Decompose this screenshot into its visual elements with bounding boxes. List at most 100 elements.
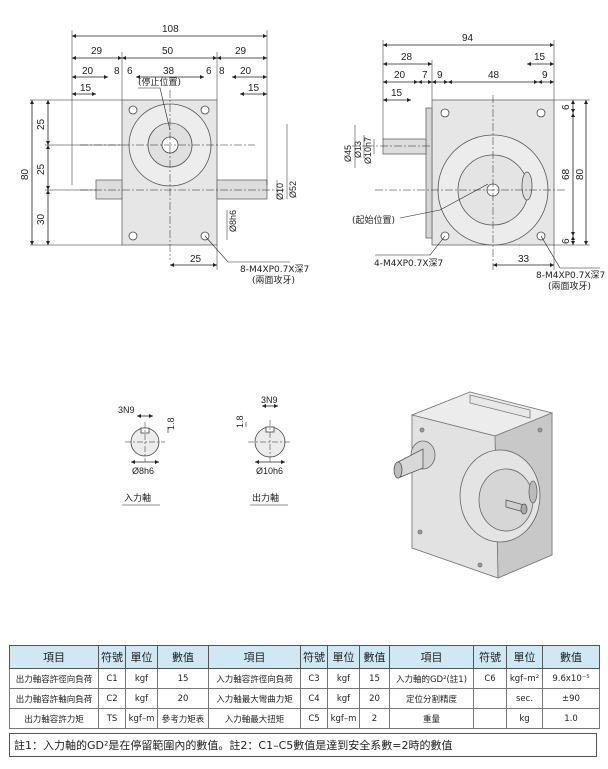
dim-side-94: 94 [462, 33, 474, 44]
output-shaft-caption: 出力軸 [252, 492, 279, 504]
output-shaft-key-dim: 3N9 [261, 395, 278, 405]
input-shaft-dia: Ø8h6 [132, 466, 154, 476]
table-cell: 2 [359, 708, 390, 729]
side-view [352, 40, 600, 270]
dim-front-50: 50 [162, 46, 174, 57]
front-view [30, 30, 290, 270]
table-cell: C6 [473, 668, 507, 689]
dim-shaft-dia-8h6: Ø8h6 [228, 210, 238, 232]
side-tap-note-1: 8-M4XP0.7X深7 [536, 270, 605, 281]
table-cell: 15 [157, 668, 209, 689]
output-shaft-dia: Ø10h6 [256, 466, 283, 476]
dim-side-15: 15 [534, 52, 546, 63]
header-unit-1: 單位 [125, 645, 158, 669]
header-item-2: 項目 [208, 645, 301, 669]
table-cell: 15 [359, 668, 390, 689]
table-cell: kgf–m [125, 708, 158, 729]
table-cell: kg [506, 708, 543, 729]
table-cell: C2 [98, 688, 126, 709]
table-cell: C4 [300, 688, 328, 709]
dim-side-right-6a: 6 [561, 104, 572, 110]
header-value-2: 數值 [359, 645, 390, 669]
table-cell: 入力軸最大扭矩 [208, 708, 301, 729]
table-cell: 20 [157, 688, 209, 709]
header-value-3: 數值 [542, 645, 600, 669]
table-row: 出力軸容許軸向負荷 C2 kgf 20 入力軸最大彎曲力矩 C4 kgf 20 … [9, 688, 600, 709]
front-tap-note-1: 8-M4XP0.7X深7 [240, 264, 309, 275]
table-cell: 1.0 [542, 708, 600, 729]
dim-flange-dia-52: Ø52 [288, 181, 298, 198]
dim-side-dia-13: Ø13 [353, 141, 363, 158]
table-cell: C1 [98, 668, 126, 689]
header-symbol-3: 符號 [473, 645, 507, 669]
dim-side-right-80: 80 [575, 168, 586, 180]
front-view-labels: 108 29 50 29 20 8 6 38 6 8 20 15 15 (停止位… [20, 24, 309, 286]
front-input-shaft-left [95, 179, 123, 200]
header-unit-3: 單位 [506, 645, 543, 669]
dim-front-38: 38 [163, 66, 175, 77]
dim-side-9a: 9 [437, 70, 443, 81]
table-cell: 入力軸的GD²(註1) [389, 668, 474, 689]
table-cell: C5 [300, 708, 328, 729]
table-row: 出力軸容許徑向負荷 C1 kgf 15 入力軸容許徑向負荷 C3 kgf 15 … [9, 668, 600, 689]
table-cell: 出力軸容許力矩 [9, 708, 99, 729]
dim-side-28: 28 [401, 52, 413, 63]
header-unit-2: 單位 [327, 645, 360, 669]
dim-shaft-dia-10: Ø10 [275, 183, 285, 200]
technical-drawing: 108 29 50 29 20 8 6 38 6 8 20 15 15 (停止位… [20, 24, 605, 579]
dim-front-left-30: 30 [36, 213, 47, 225]
table-cell: 出力軸容許軸向負荷 [9, 688, 99, 709]
header-value-1: 數值 [157, 645, 209, 669]
dim-side-right-6b: 6 [561, 238, 572, 244]
table-cell: kgf–m² [506, 668, 543, 689]
table-cell: ±90 [542, 688, 600, 709]
table-cell: 出力軸容許徑向負荷 [9, 668, 99, 689]
stop-position-callout: (停止位置) [138, 76, 181, 88]
input-shaft-caption: 入力軸 [124, 492, 151, 504]
table-header-row: 項目 符號 單位 數值 項目 符號 單位 數值 項目 符號 單位 數值 [9, 645, 600, 669]
side-view-labels: 94 28 15 20 7 9 48 9 15 Ø45 Ø13 Ø10h7 6 … [343, 33, 605, 292]
dim-side-9b: 9 [542, 70, 548, 81]
header-symbol-1: 符號 [98, 645, 126, 669]
front-input-shaft-right [216, 179, 268, 200]
dim-side-7: 7 [422, 70, 428, 81]
table-cell: kgf [125, 668, 158, 689]
header-symbol-2: 符號 [300, 645, 328, 669]
side-tap-note-left: 4-M4XP0.7X深7 [374, 258, 443, 269]
table-cell: TS [98, 708, 126, 729]
dim-front-20b: 20 [240, 66, 252, 77]
header-item-3: 項目 [389, 645, 474, 669]
output-shaft-detail [245, 404, 292, 506]
table-row: 出力軸容許力矩 TS kgf–m 參考力矩表 入力軸最大扭矩 C5 kgf–m … [9, 708, 600, 729]
dim-front-29b: 29 [235, 46, 247, 57]
dim-side-bottom-33: 33 [518, 254, 530, 265]
table-cell: C3 [300, 668, 328, 689]
input-shaft-detail [122, 414, 169, 506]
table-cell: 入力軸最大彎曲力矩 [208, 688, 301, 709]
table-cell: kgf [327, 668, 360, 689]
dim-front-left-80: 80 [20, 168, 31, 180]
table-cell: kgf [125, 688, 158, 709]
table-cell [473, 708, 507, 729]
table-cell: sec. [506, 688, 543, 709]
output-shaft-depth: 1.8 [235, 415, 245, 428]
input-shaft-key-dim: 3N9 [118, 405, 135, 415]
isometric-render [393, 391, 554, 579]
input-shaft-depth: 1.8 [166, 417, 176, 430]
table-cell: kgf–m [327, 708, 360, 729]
dim-front-6b: 6 [206, 66, 212, 77]
table-cell: kgf [327, 688, 360, 709]
table-cell: 入力軸容許徑向負荷 [208, 668, 301, 689]
dim-front-8b: 8 [219, 66, 225, 77]
front-tap-note-2: (兩面攻牙) [252, 274, 295, 286]
table-cell [473, 688, 507, 709]
dim-front-29a: 29 [91, 46, 103, 57]
table-cell: 9.6x10⁻⁵ [542, 668, 600, 689]
header-item-1: 項目 [9, 645, 99, 669]
dim-front-6a: 6 [127, 66, 133, 77]
dim-side-15b: 15 [391, 88, 403, 99]
dim-side-20: 20 [394, 70, 406, 81]
table-cell: 參考力矩表 [157, 708, 209, 729]
dim-front-15a: 15 [80, 83, 92, 94]
dim-front-left-25a: 25 [36, 118, 47, 130]
